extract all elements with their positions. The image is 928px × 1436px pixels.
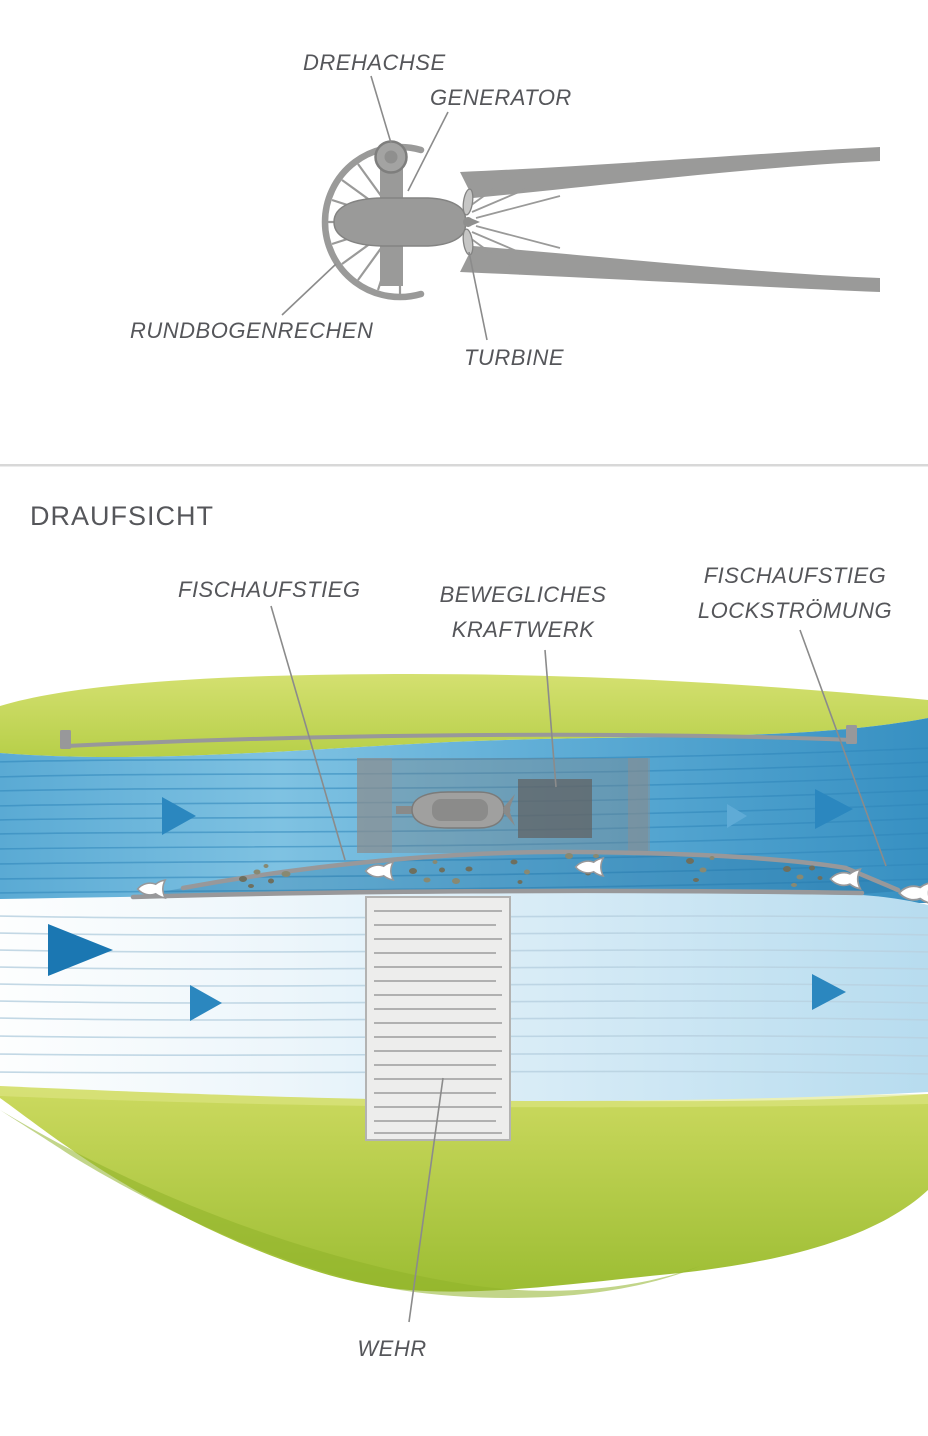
flow-arrow-icon (190, 985, 222, 1021)
drehachse-label: DREHACHSE (303, 50, 446, 75)
pivot-joint-inner (384, 150, 398, 164)
kraftwerk-label-line1: BEWEGLICHES (440, 582, 607, 607)
turbine-shaft-topview (396, 806, 414, 814)
top-view-section: DRAUFSICHT (0, 501, 928, 1361)
rack-boom-line (65, 732, 853, 748)
turbine-struts (469, 169, 561, 275)
movable-power-plant (357, 758, 650, 853)
weir (365, 896, 511, 1141)
turbine-shape (462, 188, 480, 256)
kraftwerk-label-line2: KRAFTWERK (452, 617, 595, 642)
fischaufstieg-label: FISCHAUFSTIEG (178, 577, 361, 602)
side-view-section: DREHACHSE GENERATOR RUNDBOGENRECHEN TURB… (130, 50, 880, 370)
flow-arrow-icon (812, 974, 846, 1010)
flow-arrow-icon (815, 789, 853, 829)
rundbogenrechen-pointer-line (281, 263, 337, 316)
river-bank-bottom-shade (0, 1110, 700, 1299)
generator-label: GENERATOR (430, 85, 572, 110)
generator-body (333, 197, 467, 247)
fischaufstieg-pointer-line (270, 605, 346, 861)
fish-pass-wall-top (180, 849, 901, 893)
fish-pass-water (133, 851, 900, 897)
flow-arrow-icon (48, 924, 113, 976)
rundbogenrechen-label: RUNDBOGENRECHEN (130, 318, 373, 343)
lockstroemung-label-line1: FISCHAUFSTIEG (704, 563, 887, 588)
generator-pointer-line (407, 111, 449, 192)
flow-arrow-icon (727, 804, 747, 828)
flow-arrow-icon (162, 797, 196, 835)
section-divider (0, 464, 928, 467)
boom-post-left (60, 730, 71, 749)
power-plant-block (518, 779, 592, 838)
drehachse-pointer-line (370, 75, 392, 144)
turbine-label: TURBINE (464, 345, 564, 370)
wehr-label: WEHR (357, 1336, 426, 1361)
boom-post-right (846, 725, 857, 744)
lockstroemung-pointer-line (799, 629, 887, 867)
fish-pass-wall-bottom (130, 888, 865, 900)
wehr-pointer-line (408, 1077, 444, 1323)
river-bank-bottom (0, 1083, 928, 1292)
turbine-pointer-line (468, 251, 488, 341)
lockstroemung-label-line2: LOCKSTRÖMUNG (698, 598, 892, 623)
support-arm-bottom (460, 246, 880, 292)
support-arm-top (460, 147, 880, 198)
kraftwerk-pointer-line (544, 649, 557, 788)
top-view-title: DRAUFSICHT (30, 501, 214, 531)
upstream-streamlines (0, 747, 928, 894)
